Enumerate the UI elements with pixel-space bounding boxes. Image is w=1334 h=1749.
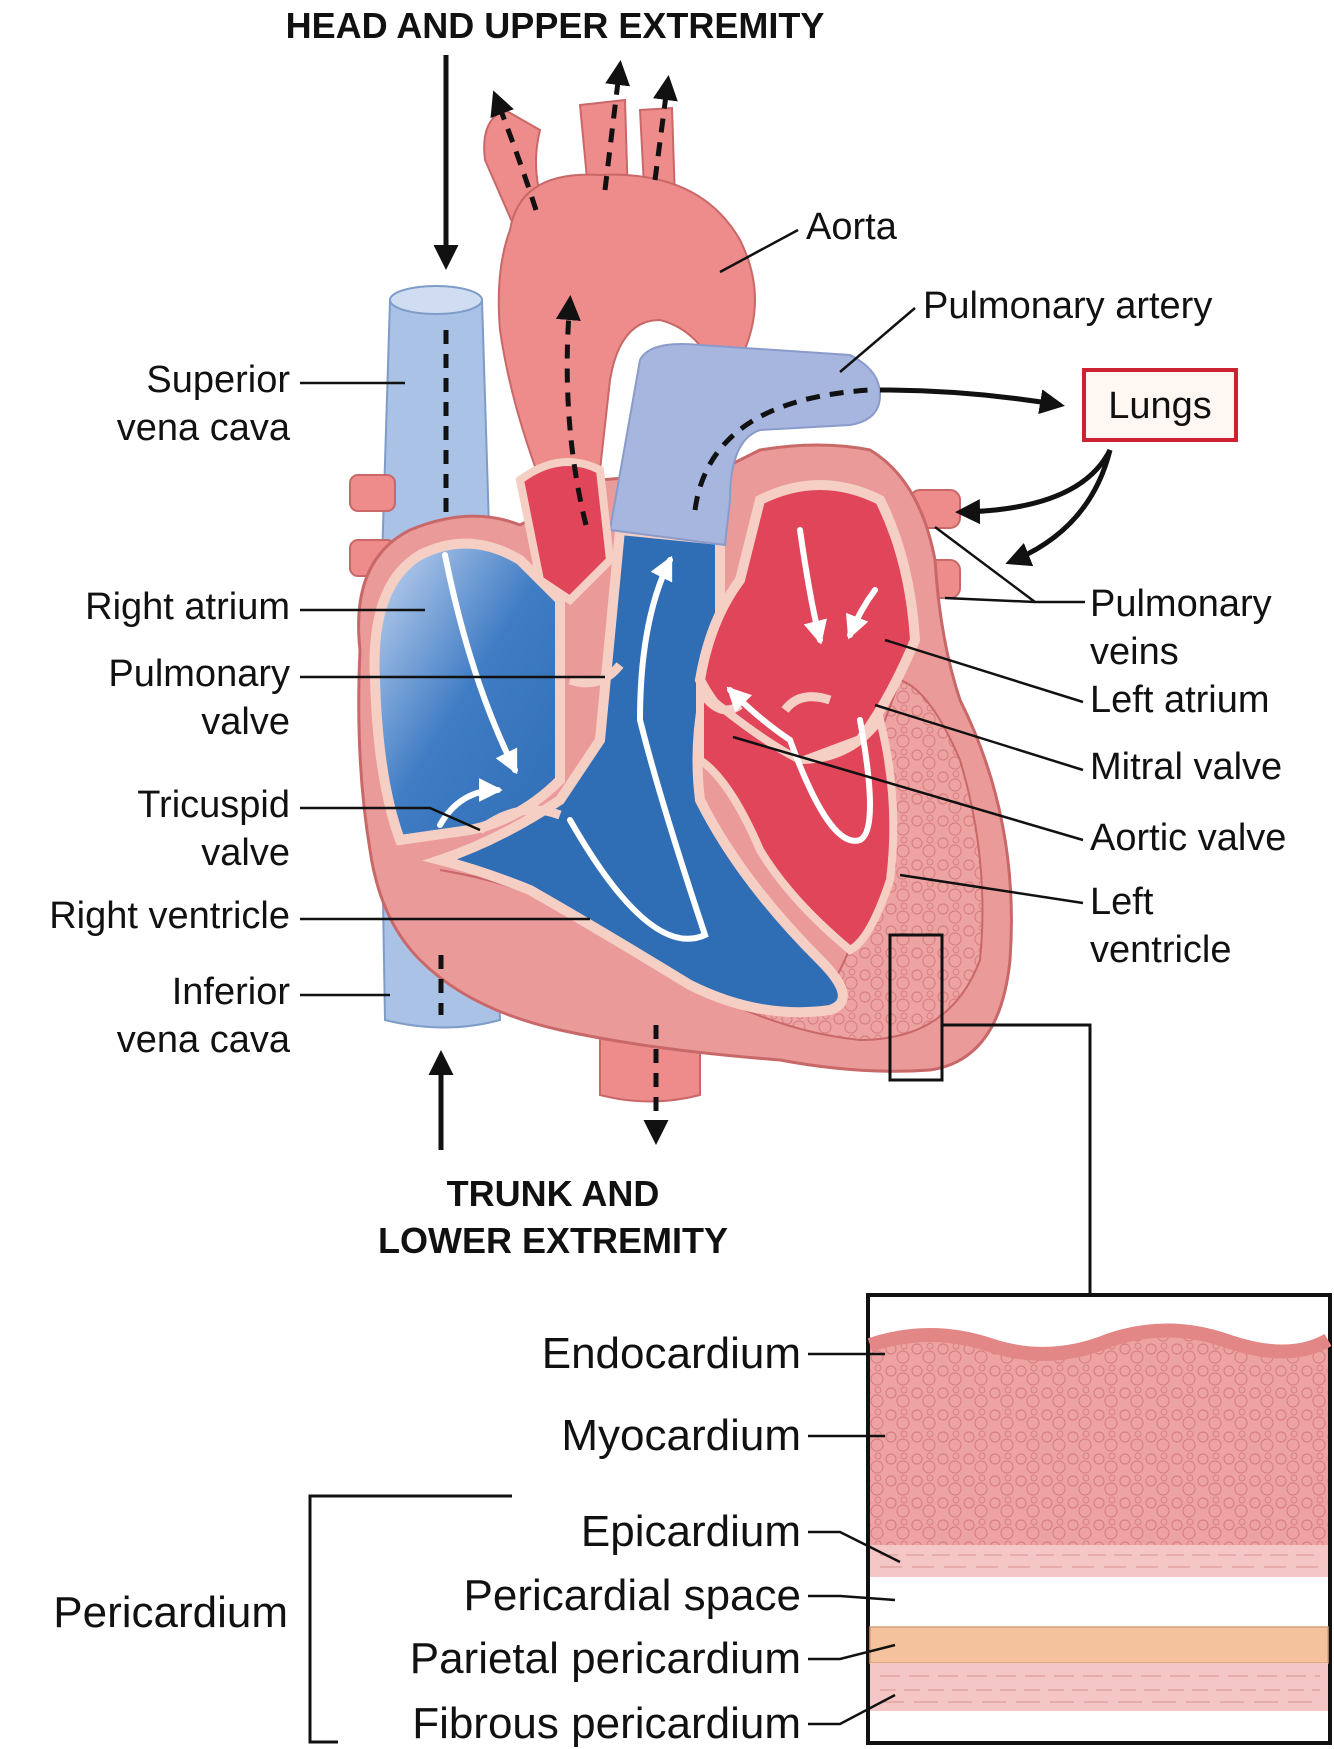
label-lungs: Lungs	[1108, 385, 1212, 427]
leader-aorta	[719, 228, 799, 274]
label-pulmonary-valve-1: Pulmonary	[108, 653, 290, 695]
lungs-box	[1082, 368, 1238, 442]
leader-mitral-valve	[874, 703, 1084, 772]
label-inferior-vena-cava-1: Inferior	[172, 971, 291, 1013]
pericardium-bracket	[308, 1494, 512, 1744]
label-mitral-valve: Mitral valve	[1090, 746, 1282, 788]
leader-pulmonary-artery	[839, 307, 916, 373]
label-left-ventricle-1: Left	[1090, 881, 1154, 923]
label-superior-vena-cava-2: vena cava	[117, 407, 291, 449]
wall-layers-inset	[866, 1293, 1332, 1745]
leader-aortic-valve	[732, 735, 1084, 842]
header-bottom-line2: LOWER EXTREMITY	[378, 1220, 728, 1261]
header-bottom-line1: TRUNK AND	[447, 1173, 660, 1214]
label-pulmonary-veins-1: Pulmonary	[1090, 583, 1272, 625]
label-aortic-valve: Aortic valve	[1090, 817, 1286, 859]
label-tricuspid-valve-1: Tricuspid	[137, 784, 290, 826]
label-left-atrium: Left atrium	[1090, 679, 1270, 721]
pulmonary-trunk-shape	[608, 343, 882, 547]
leader-pulmonary-veins-2	[944, 596, 1036, 604]
leader-pericardial-space	[808, 1594, 896, 1602]
wall-section-connector	[942, 1023, 1092, 1295]
label-left-ventricle-2: ventricle	[1090, 929, 1232, 971]
leader-tricuspid-valve	[300, 806, 481, 832]
leader-left-atrium	[884, 638, 1084, 704]
right-ventricle-shape	[422, 524, 848, 1018]
label-aorta: Aorta	[806, 206, 898, 248]
wall-section-marker	[888, 933, 944, 1082]
label-tricuspid-valve-2: valve	[201, 832, 290, 874]
label-right-atrium: Right atrium	[85, 586, 290, 628]
label-epicardium: Epicardium	[581, 1507, 801, 1556]
aortic-root-shape	[515, 458, 615, 606]
solid-flow-arrows	[428, 55, 1113, 1150]
label-pulmonary-veins-2: veins	[1090, 631, 1179, 673]
internal-flow-arrows	[437, 527, 878, 942]
header-top: HEAD AND UPPER EXTREMITY	[286, 5, 825, 46]
leader-left-ventricle	[899, 873, 1084, 905]
label-pericardial-space: Pericardial space	[464, 1571, 802, 1620]
leader-epicardium	[808, 1530, 901, 1564]
label-pulmonary-artery: Pulmonary artery	[923, 285, 1212, 327]
label-myocardium: Myocardium	[561, 1411, 801, 1460]
dashed-flow-arrows	[438, 60, 871, 1145]
leader-parietal-pericardium	[808, 1643, 896, 1661]
leader-fibrous-pericardium	[808, 1693, 896, 1726]
label-superior-vena-cava-1: Superior	[146, 359, 290, 401]
label-fibrous-pericardium: Fibrous pericardium	[412, 1699, 801, 1748]
label-endocardium: Endocardium	[542, 1329, 801, 1378]
superior-vena-cava-shape	[380, 285, 492, 561]
label-pericardium: Pericardium	[53, 1588, 288, 1637]
label-inferior-vena-cava-2: vena cava	[117, 1019, 291, 1061]
label-right-ventricle: Right ventricle	[49, 895, 290, 937]
label-pulmonary-valve-2: valve	[201, 701, 290, 743]
label-parietal-pericardium: Parietal pericardium	[410, 1634, 801, 1683]
